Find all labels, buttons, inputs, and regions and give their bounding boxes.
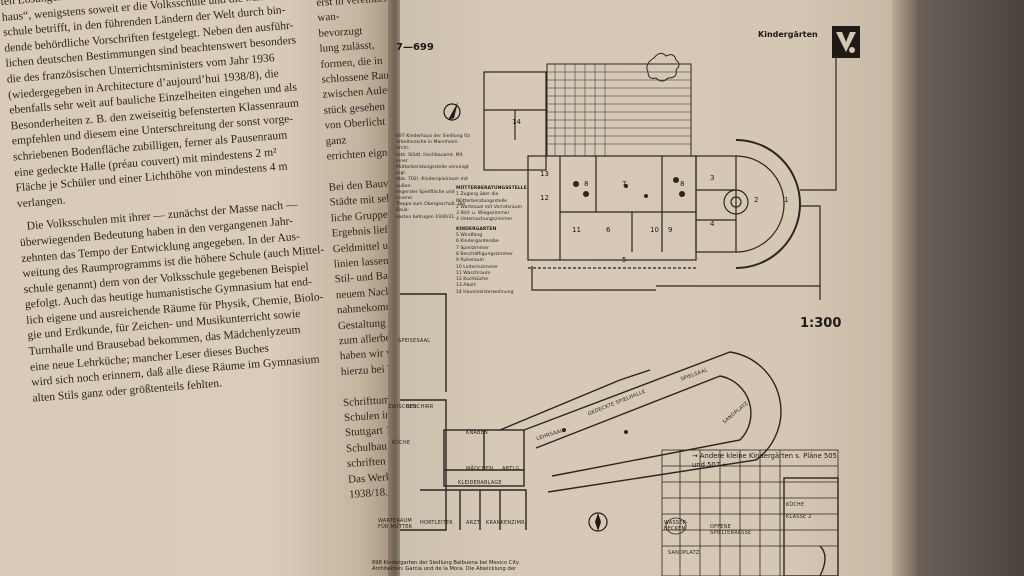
legend-item: 12 Kochküche bbox=[456, 277, 489, 283]
legend-item: 4 Untersuchungszimmer bbox=[456, 217, 513, 223]
scale-label: 1:300 bbox=[800, 316, 842, 331]
legend-item: 1 Zugang über die Mütterberatungsstelle bbox=[456, 192, 507, 204]
label-arzt: ARZT bbox=[466, 520, 481, 526]
svg-text:7: 7 bbox=[622, 180, 626, 188]
svg-text:8: 8 bbox=[680, 180, 684, 188]
floor-plan-698 bbox=[400, 293, 839, 576]
note-other-plans: → Andere kleine Kindergärten s. Pläne 50… bbox=[692, 452, 837, 469]
legend-item: tekt: Städt. Hochbauamt. Mit einer bbox=[396, 152, 463, 164]
legend-item: 10 Leiterinzimmer bbox=[456, 264, 498, 270]
svg-text:8: 8 bbox=[584, 180, 588, 188]
legend-item: Mütterberatungsstelle vereinigt (vgl. bbox=[396, 165, 469, 177]
legend-item: Abb. 702). Kinderspielraum mit außen- bbox=[396, 177, 468, 189]
legend-item: 7 Spielzimmer bbox=[456, 245, 489, 251]
label-kleiderablage: KLEIDERABLAGE bbox=[458, 480, 502, 486]
svg-text:9: 9 bbox=[668, 226, 672, 234]
label-abtlg: ABTLG. bbox=[502, 466, 522, 472]
label-maedchen: MÄDCHEN bbox=[466, 466, 494, 472]
legend-title-1: MÜTTERBERATUNGSSTELLE bbox=[456, 186, 527, 191]
plan-legend: MÜTTERBERATUNGSSTELLE 1 Zugang über die … bbox=[456, 186, 536, 296]
caption-698: 698 Kindergarten der Siedlung Balbuena b… bbox=[372, 560, 572, 573]
label-warteraum: WARTERAUM FÜR MÜTTER bbox=[378, 518, 413, 530]
compass-icon bbox=[443, 102, 461, 121]
kindergarten-logo-icon bbox=[832, 26, 860, 58]
inset-label-sandplatz: SANDPLATZ bbox=[668, 550, 700, 556]
inset-label-spielterrasse: OFFENE SPIELTERRASSE bbox=[710, 524, 752, 536]
label-geschirr: GESCHIRR bbox=[406, 404, 434, 410]
svg-text:13: 13 bbox=[540, 170, 549, 178]
legend-item: 697 Kinderhaus der Siedlung für bbox=[396, 134, 471, 139]
svg-text:5: 5 bbox=[622, 256, 626, 264]
label-knaben: KNABEN bbox=[466, 430, 488, 436]
legend-item: 6 Kindergarderobe bbox=[456, 239, 499, 245]
legend-title-2: KINDERGARTEN bbox=[456, 226, 497, 232]
right-page: 7—699 Kindergärten 1:300 697 Kinderhaus … bbox=[372, 0, 894, 576]
legend-item: 14 Hausmeisterwohnung bbox=[456, 289, 514, 295]
legend-item: 9 Ruheraum bbox=[456, 258, 485, 264]
legend-item: liegender Spielfläche und innerer bbox=[396, 189, 455, 202]
label-zwischen: ZWISCHEN bbox=[388, 404, 417, 410]
label-speisesaal: SPEISESAAL bbox=[398, 338, 431, 344]
legend-item: Treppe zum Obergeschoß. Die Bauk- bbox=[396, 202, 466, 214]
inset-label-kueche: KÜCHE bbox=[786, 502, 805, 508]
left-page: ten Lösungen vorliegen, ist der Kern der… bbox=[0, 0, 430, 576]
label-krankenzimmer: KRANKENZIMR. bbox=[486, 520, 527, 526]
compass-icon-2 bbox=[588, 512, 608, 532]
legend-item: kosten betrugen 1930/31. bbox=[396, 214, 456, 220]
svg-text:1: 1 bbox=[784, 196, 788, 204]
inset-label-klasse: KLASSE 2 bbox=[786, 514, 812, 520]
legend-item: 698 Kindergarten der Siedlung Balbuena b… bbox=[372, 560, 520, 566]
legend-item: 2 Wartesaal mit Vorratsraum bbox=[456, 204, 523, 210]
label-hortleiter: HORTLEITER bbox=[420, 520, 453, 526]
inset-label-wasserbecken: WASSER-BECKEN bbox=[664, 520, 689, 532]
paragraph: ten Lösungen vorliegen, ist der Kern der… bbox=[0, 0, 334, 212]
svg-text:2: 2 bbox=[754, 196, 758, 204]
paragraph: Die Volksschulen mit ihrer — zunächst de… bbox=[18, 194, 350, 406]
book-gutter bbox=[388, 0, 402, 576]
page-edges bbox=[892, 0, 918, 576]
legend-item: 8 Beschäftigungszimmer bbox=[456, 251, 514, 257]
page-header: Kindergärten bbox=[758, 30, 818, 39]
legend-item: Architekten: Garcia und de la Mora. Die … bbox=[372, 566, 517, 573]
legend-item: 11 Waschraum bbox=[456, 270, 491, 276]
label-kueche: KÜCHE bbox=[392, 440, 411, 446]
svg-text:10: 10 bbox=[650, 226, 659, 234]
page-reference: 7—699 bbox=[396, 42, 434, 53]
svg-text:6: 6 bbox=[606, 226, 611, 234]
left-page-body-text: ten Lösungen vorliegen, ist der Kern der… bbox=[0, 0, 351, 414]
legend-item: Arbeitsreiche in Mannheim. Archi- bbox=[396, 140, 460, 152]
svg-text:12: 12 bbox=[540, 194, 549, 202]
floor-plan-697: 14 13 12 8 7 8 6 10 9 11 3 4 2 1 5 bbox=[443, 52, 837, 300]
legend-item: 3 Still- u. Wiegezimmer bbox=[456, 211, 510, 217]
svg-text:14: 14 bbox=[512, 118, 521, 126]
legend-item: 5 Windfang bbox=[456, 233, 483, 239]
legend-item: 13 Abort bbox=[456, 283, 476, 289]
svg-text:11: 11 bbox=[572, 226, 581, 234]
svg-text:4: 4 bbox=[710, 220, 715, 228]
svg-text:3: 3 bbox=[710, 174, 714, 182]
